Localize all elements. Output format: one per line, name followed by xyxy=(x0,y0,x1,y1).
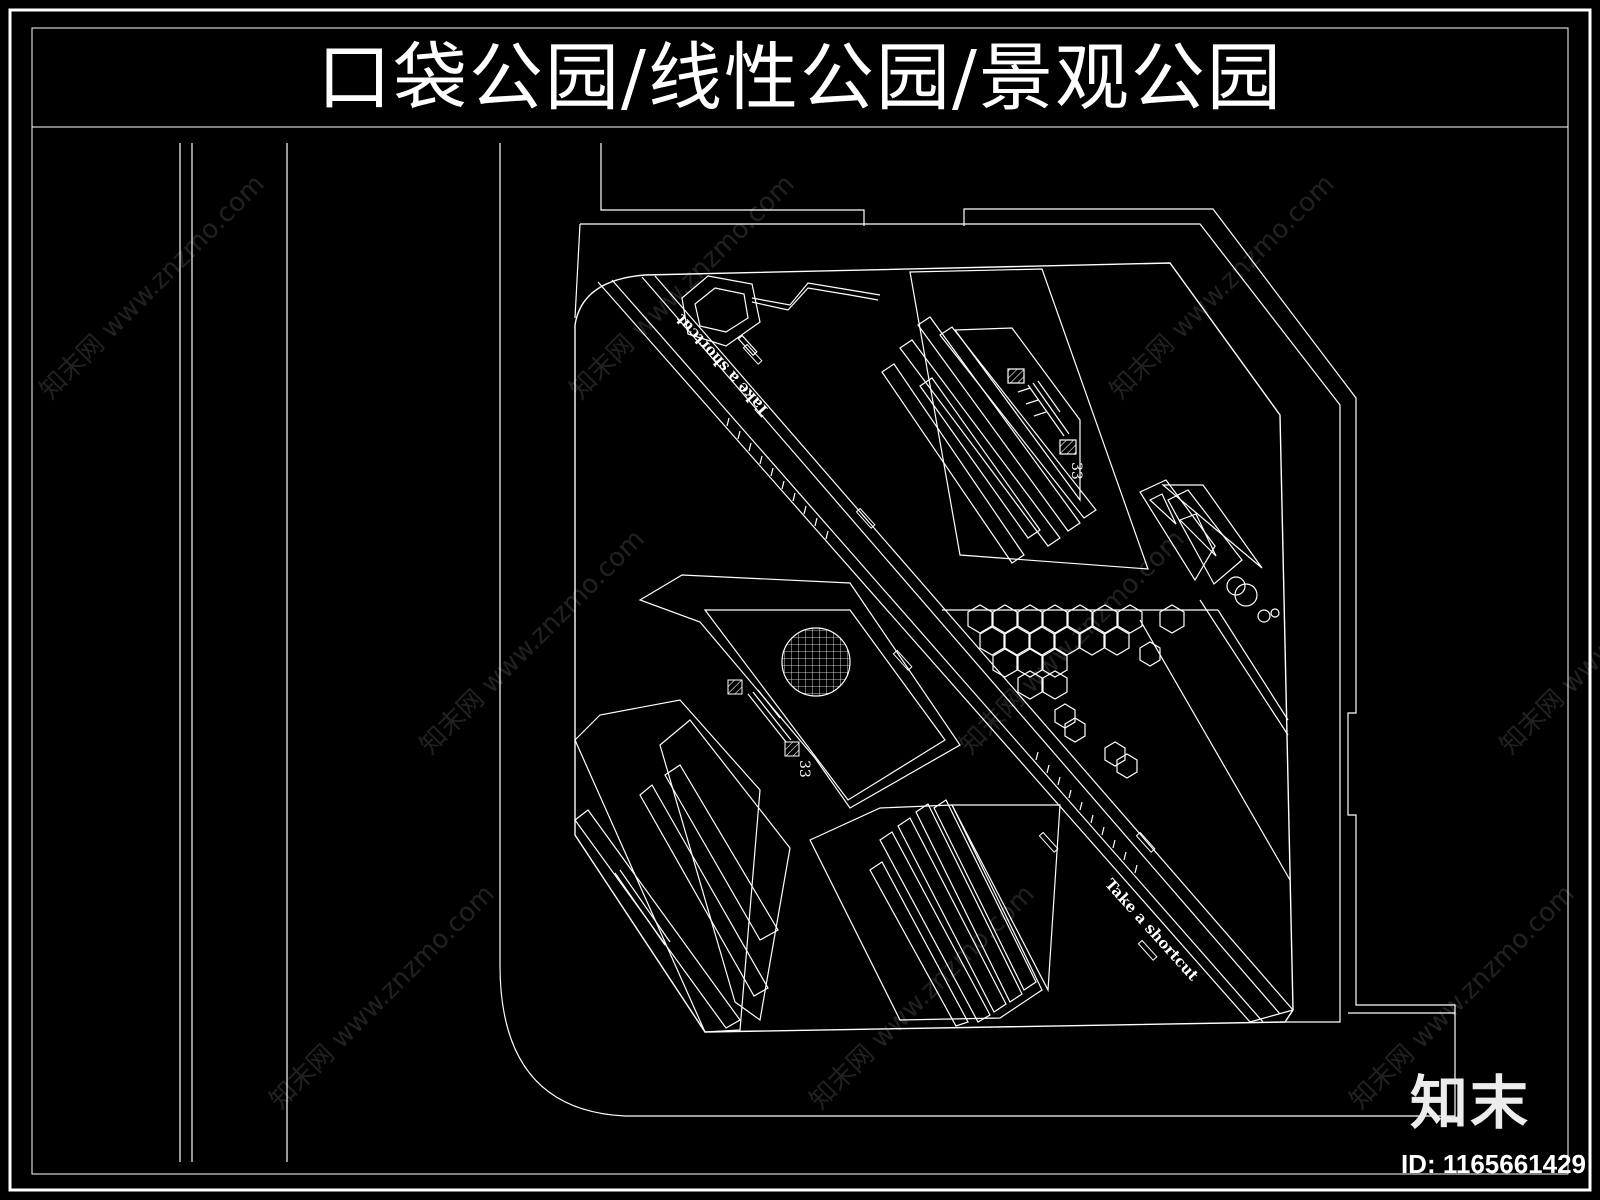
asset-id: ID: 1165661429 xyxy=(1400,1149,1586,1179)
park-outline xyxy=(574,262,1294,1033)
path-label-upper: Take a shortcut xyxy=(672,311,773,420)
svg-text:33: 33 xyxy=(1068,462,1084,480)
site-logo: 知末 xyxy=(1409,1069,1530,1137)
lower-seating-steps xyxy=(809,799,1061,1027)
plaza-left-edge xyxy=(574,223,581,319)
path-ticks-lower xyxy=(1035,751,1138,874)
building-outline-right xyxy=(963,208,1456,1014)
triangle-planters xyxy=(1139,479,1263,585)
seat-number-marks: 33 33 xyxy=(796,462,1084,778)
drawing-frame xyxy=(8,8,1592,1192)
right-lawn-bands xyxy=(942,599,1291,881)
street-lines xyxy=(179,143,501,1162)
shortcut-path xyxy=(597,275,1294,1023)
svg-text:33: 33 xyxy=(796,760,812,778)
road-curb xyxy=(499,964,1456,1117)
plaza-boundary xyxy=(580,223,1341,1023)
round-grid-plaza xyxy=(727,627,851,757)
path-label-lower: Take a shortcut xyxy=(1101,875,1202,984)
hex-paving-pattern xyxy=(967,604,1185,779)
building-outline-top-left xyxy=(600,143,865,226)
path-ticks-upper xyxy=(726,417,829,540)
hex-pavilion xyxy=(681,275,881,357)
round-trees xyxy=(1226,576,1280,623)
left-planters xyxy=(574,574,961,1033)
path-benches xyxy=(742,343,1158,961)
upper-seating-block xyxy=(881,268,1149,570)
drawing-title: 口袋公园/线性公园/景观公园 xyxy=(317,35,1283,121)
